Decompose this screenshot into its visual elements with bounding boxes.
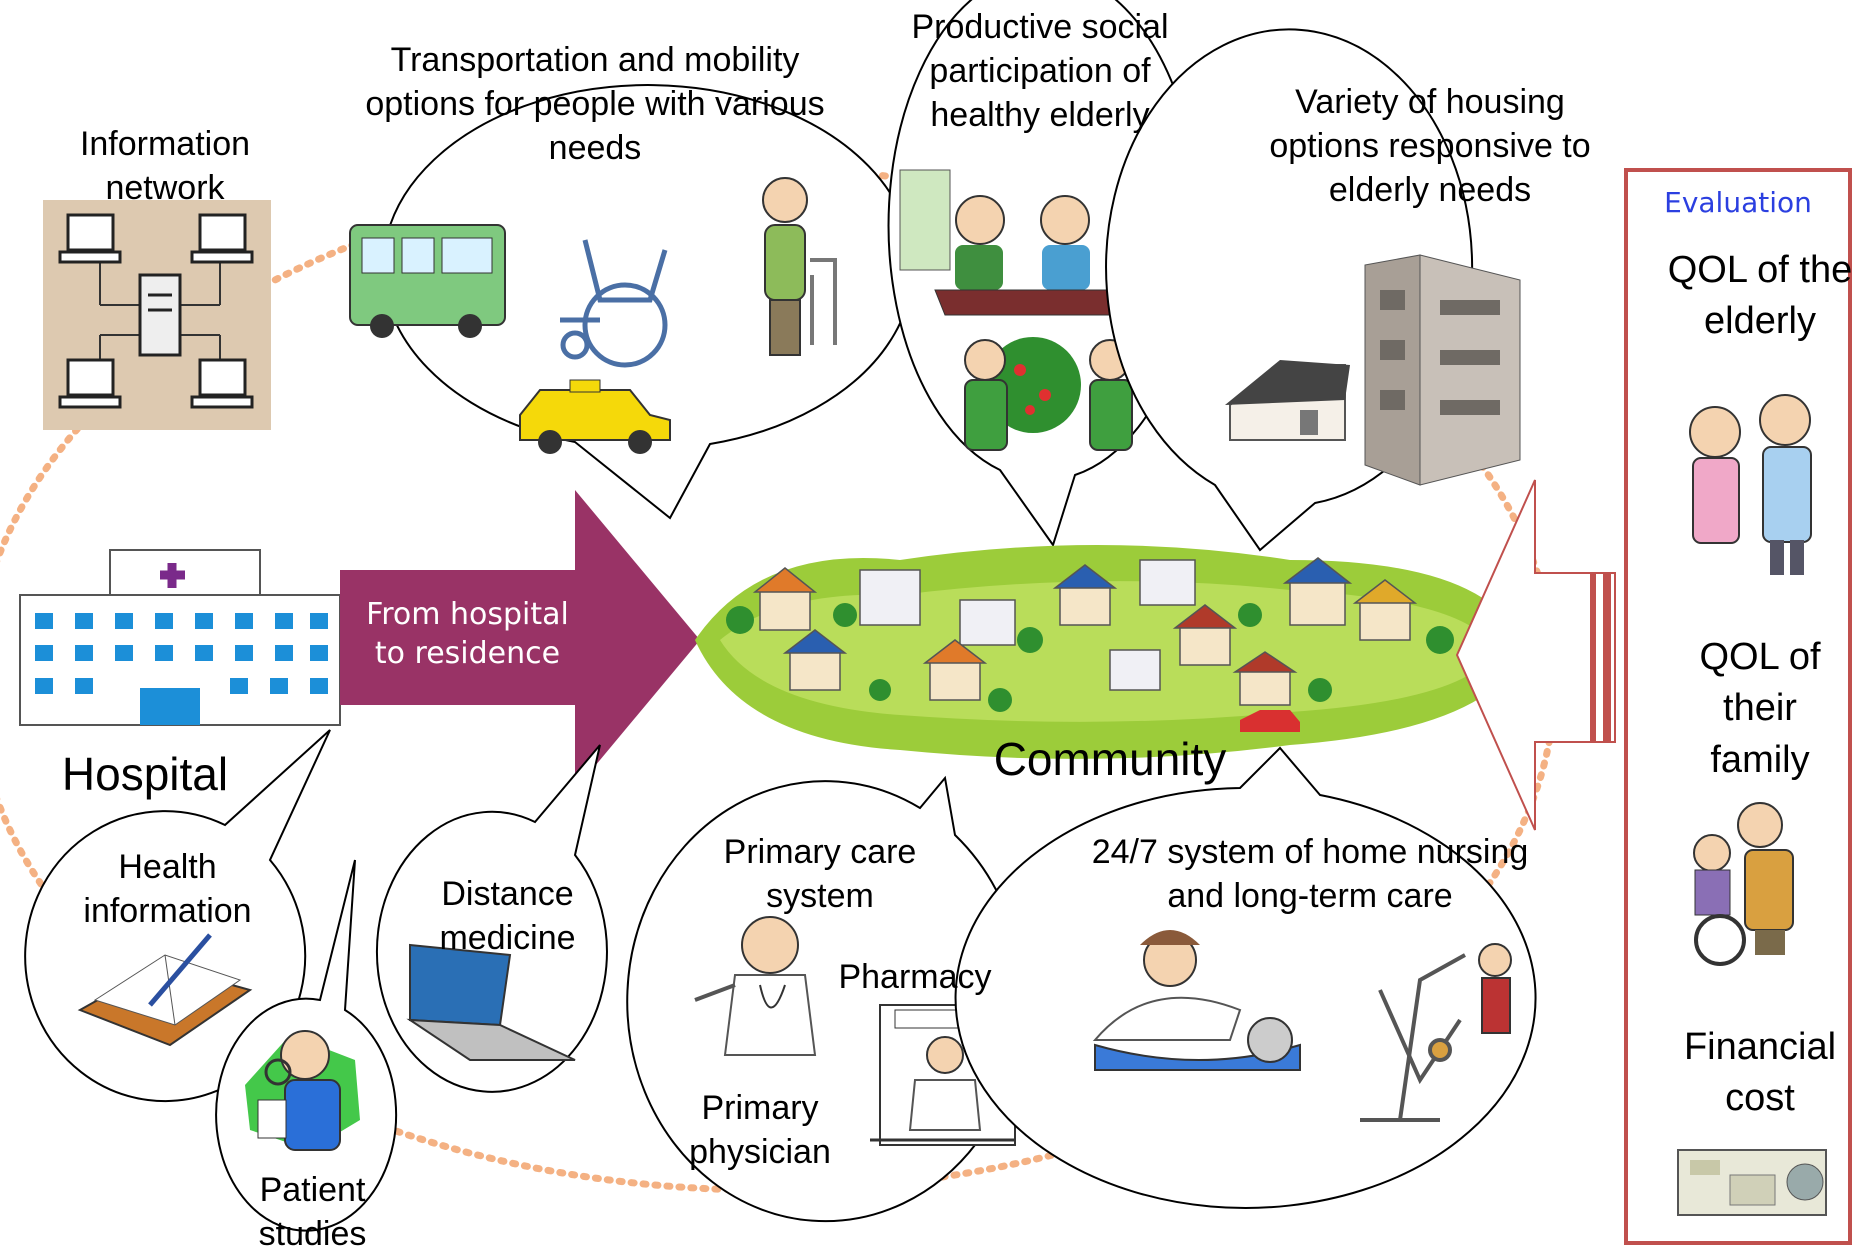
home-nursing-bubble xyxy=(954,746,1537,1209)
distance-medicine-label: Distance medicine xyxy=(439,875,576,958)
patient-studies-label: Patient studies xyxy=(258,1171,367,1253)
elderly-couple-icon xyxy=(1689,394,1812,575)
notebook-icon xyxy=(77,933,253,1047)
evaluation-heading: Evaluation xyxy=(1664,186,1812,219)
primary-care-system-label: Primary care system xyxy=(723,833,917,916)
hospital-label: Hospital xyxy=(61,748,229,800)
taxi-icon xyxy=(519,379,671,454)
reading-patient-icon xyxy=(245,1030,360,1151)
dining-elders-icon xyxy=(899,169,1121,316)
doctor-icon xyxy=(694,916,817,1056)
hospital-icon xyxy=(19,549,341,726)
qol-family-label: QOL of their family xyxy=(1699,636,1821,781)
primary-physician-label: Primary physician xyxy=(689,1089,831,1172)
social-participation-label: Productive social participation of healt… xyxy=(911,8,1169,135)
nurse-icon xyxy=(1092,930,1301,1071)
caregiver-wheelchair-icon xyxy=(1693,802,1794,966)
home-nursing-label: 24/7 system of home nursing and long-ter… xyxy=(1091,833,1529,916)
from-hospital-label: From hospital to residence xyxy=(366,597,569,671)
banknote-icon xyxy=(1677,1149,1827,1216)
evaluation-box xyxy=(1624,168,1852,1245)
patient-lift-icon xyxy=(1360,943,1512,1122)
community-town-icon xyxy=(695,545,1525,759)
evaluation-arrow xyxy=(1455,479,1616,831)
walker-elder-icon xyxy=(762,177,837,356)
community-label: Community xyxy=(993,733,1227,785)
laptop-icon xyxy=(406,943,576,1061)
health-information-label: Health information xyxy=(83,848,252,931)
pharmacy-label: Pharmacy xyxy=(838,958,992,996)
transportation-label: Transportation and mobility options for … xyxy=(365,41,825,168)
financial-cost-label: Financial cost xyxy=(1683,1026,1837,1120)
qol-elderly-label: QOL of the elderly xyxy=(1667,249,1853,343)
information-network-label: Information network xyxy=(79,125,251,208)
housing-label: Variety of housing options responsive to… xyxy=(1269,83,1591,210)
apartment-icon xyxy=(1364,254,1521,486)
hospital-to-residence-arrow xyxy=(340,490,700,790)
network-icon xyxy=(43,200,271,430)
bus-icon xyxy=(349,224,506,338)
wheelchair-icon xyxy=(560,239,668,368)
house-icon xyxy=(1225,360,1350,441)
